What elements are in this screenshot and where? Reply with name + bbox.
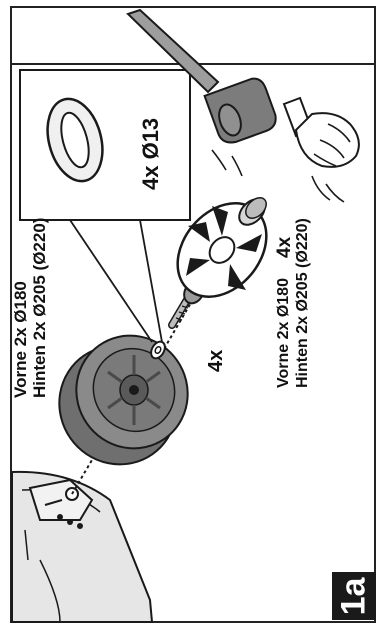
bolt-count-label: 4x [206,350,226,372]
step-number: 1a [334,577,373,615]
wheel-sizes-label-line2: Hinten 2x Ø205 (Ø220) [31,218,48,398]
hubcap-sizes-label-line1: Vorne 2x Ø180 [276,278,292,388]
hubcap-sizes-label-line2: Hinten 2x Ø205 (Ø220) [295,218,311,388]
step-number-badge: 1a [332,572,376,620]
washer-callout-label: 4x Ø13 [140,118,162,190]
mower-icon [12,472,152,622]
wheel-sizes-label-line1: Vorne 2x Ø180 [12,281,29,398]
wheel-icon [36,314,210,488]
hand-icon [284,98,359,202]
cap-count-label: 4x [275,237,294,258]
